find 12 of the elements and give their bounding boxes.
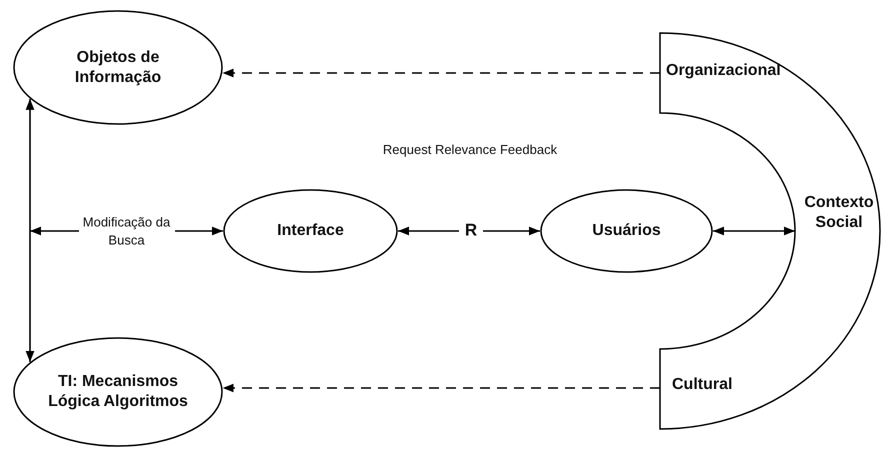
dashed-arrow	[222, 384, 660, 392]
dashed-arrow	[222, 68, 660, 78]
arrow	[713, 226, 795, 236]
node-label: Cultural	[672, 375, 734, 395]
arrow	[26, 98, 34, 362]
node-label: Contexto Social	[803, 193, 875, 233]
node-label: Usuários	[591, 221, 662, 241]
node-label: Interface	[276, 221, 345, 241]
node-label: Objetos de Informação	[74, 48, 162, 88]
arrow	[398, 226, 540, 236]
node-label: Organizacional	[666, 61, 782, 81]
node-label: TI: Mecanismos Lógica Algoritmos	[47, 372, 189, 412]
